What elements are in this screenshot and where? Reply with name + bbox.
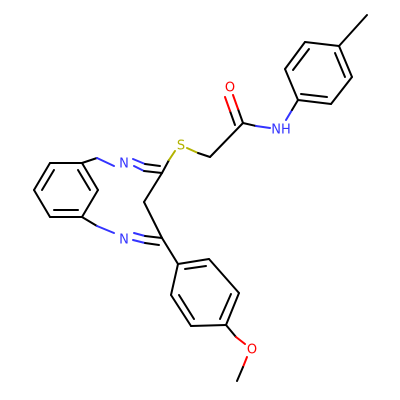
bond-inner [178, 294, 195, 320]
bond-double [132, 158, 146, 165]
bond [236, 366, 244, 382]
atom-labels-layer: O NH S N N O [119, 81, 291, 358]
atom-label-oxygen-methoxy: O [247, 343, 257, 358]
bond [190, 324, 227, 327]
bond-inner [77, 169, 91, 191]
bond-inner [334, 52, 346, 78]
bond-inner [41, 169, 55, 191]
bond [284, 68, 299, 101]
bond [338, 14, 368, 47]
atom-label-sulfur: S [177, 139, 185, 154]
bond [161, 159, 170, 174]
bond [338, 45, 353, 78]
bond [255, 125, 271, 129]
bond [304, 41, 340, 47]
bond [235, 336, 246, 345]
bond-inner [219, 293, 232, 320]
bond [284, 41, 306, 70]
bond [242, 122, 257, 127]
bond [143, 172, 163, 203]
bond [209, 122, 244, 158]
bond [33, 189, 51, 218]
bond [186, 147, 199, 154]
bond [285, 109, 293, 121]
bond [143, 170, 163, 174]
bond [225, 292, 240, 326]
bond [133, 165, 145, 172]
bond [161, 237, 179, 265]
bond [297, 99, 332, 105]
bond [177, 258, 210, 265]
bond [232, 94, 239, 110]
bond [208, 258, 240, 294]
bond [291, 99, 299, 111]
bond [81, 162, 99, 191]
bond-inner [292, 48, 310, 71]
atom-label-oxygen-carbonyl: O [225, 81, 235, 96]
bond [96, 157, 115, 167]
bond-inner [184, 265, 207, 270]
bond-double [224, 96, 231, 112]
bond [225, 324, 237, 338]
bond [242, 356, 248, 368]
bond [197, 152, 211, 158]
bond [143, 201, 163, 239]
bond-double [132, 239, 146, 244]
bond [33, 162, 51, 191]
bond [170, 263, 179, 296]
bond [168, 150, 176, 161]
bond-double [229, 110, 236, 126]
bond [144, 235, 163, 239]
bonds-layer [33, 14, 368, 382]
bond [81, 216, 98, 227]
bond [237, 108, 244, 124]
bond-double [144, 242, 160, 246]
atom-label-nitrogen-lower: N [119, 233, 129, 248]
bond-inner [300, 93, 328, 98]
atom-label-amide-nh: NH [271, 123, 291, 138]
bond [81, 157, 98, 164]
bond-double [144, 163, 161, 167]
bond [170, 294, 192, 327]
atom-label-nitrogen-upper: N [119, 157, 129, 172]
bond [81, 189, 99, 218]
bond [133, 232, 146, 237]
bond [96, 225, 115, 234]
bond [330, 76, 353, 105]
